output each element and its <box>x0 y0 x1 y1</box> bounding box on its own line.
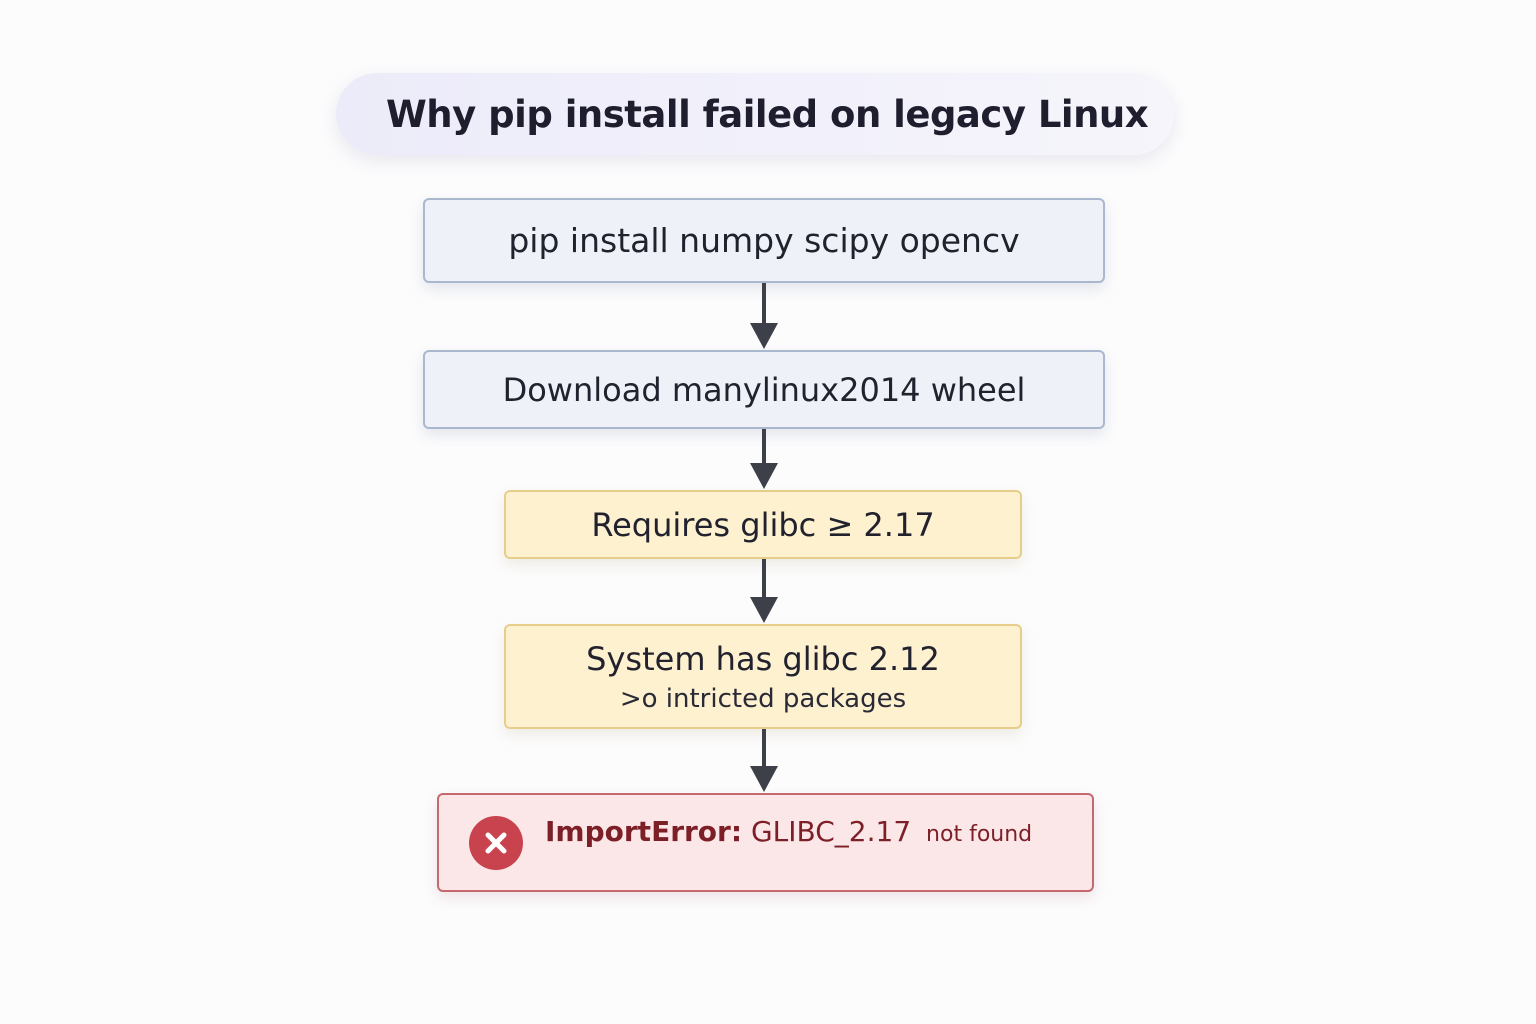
arrow-down-icon <box>750 283 778 349</box>
step-download-wheel-label: Download manylinux2014 wheel <box>502 370 1026 409</box>
diagram-title: Why pip install failed on legacy Linux <box>386 92 1149 136</box>
title-banner: Why pip install failed on legacy Linux <box>336 73 1174 155</box>
step-system-glibc-label: System has glibc 2.12 <box>586 639 940 678</box>
error-x-icon <box>469 815 523 870</box>
error-code: GLIBC_2.17 <box>750 815 912 848</box>
error-label: ImportError: <box>545 815 743 848</box>
step-system-glibc-sublabel: >o intricted packages <box>619 683 907 714</box>
step-requires-glibc-label: Requires glibc ≥ 2.17 <box>591 505 935 544</box>
step-download-wheel: Download manylinux2014 wheel <box>423 350 1105 429</box>
error-suffix: not found <box>926 822 1033 847</box>
step-requires-glibc: Requires glibc ≥ 2.17 <box>504 490 1022 559</box>
error-box: ImportError: GLIBC_2.17 not found <box>437 793 1094 892</box>
arrow-down-icon <box>750 559 778 623</box>
step-pip-install: pip install numpy scipy opencv <box>423 198 1105 283</box>
error-message: ImportError: GLIBC_2.17 not found <box>545 815 1032 848</box>
arrow-down-icon <box>750 729 778 792</box>
arrow-down-icon <box>750 429 778 489</box>
step-pip-install-label: pip install numpy scipy opencv <box>508 221 1020 260</box>
step-system-glibc: System has glibc 2.12 >o intricted packa… <box>504 624 1022 729</box>
